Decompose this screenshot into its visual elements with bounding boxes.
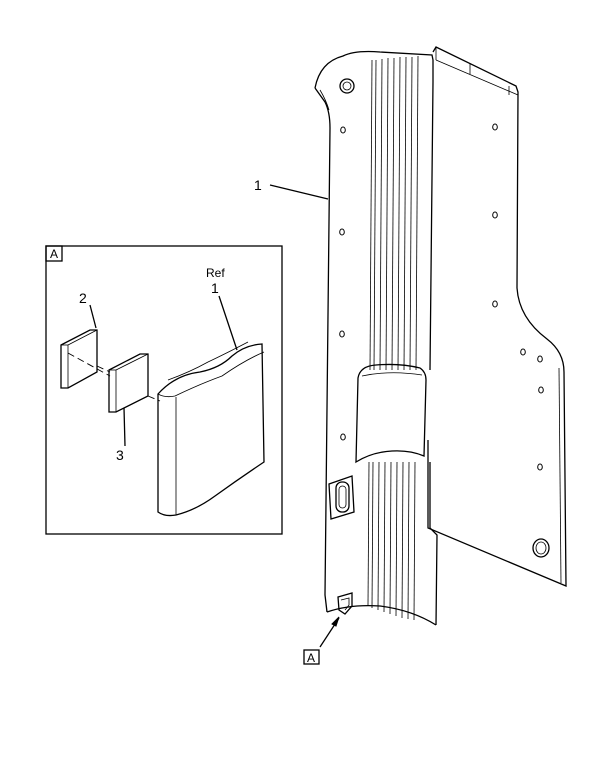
- pad-part-3: [108, 353, 149, 413]
- rail-bottom-edge: [326, 604, 437, 626]
- detail-frame: [45, 245, 283, 535]
- fastener-holes: [339, 123, 544, 471]
- top-hole: [339, 78, 355, 94]
- pad-part-2: [60, 329, 98, 389]
- detail-view-a: A 2 3 Ref: [45, 245, 283, 535]
- pad-location-marker: [337, 592, 353, 615]
- view-marker-a: A: [303, 616, 340, 665]
- rail-grooves: [367, 55, 419, 621]
- slot-cutout: [328, 475, 355, 520]
- main-panel: [314, 46, 567, 626]
- callout-2-label: 2: [79, 290, 87, 306]
- callout-1: 1: [254, 177, 329, 200]
- ref-panel-piece: [157, 341, 265, 517]
- callout-3-label: 3: [116, 447, 124, 463]
- saddle-bracket: [355, 363, 427, 464]
- detail-frame-label: A: [50, 247, 58, 261]
- ref-number-label: 1: [211, 280, 219, 296]
- callout-1-label: 1: [254, 177, 262, 193]
- rail-outline: [314, 50, 434, 371]
- view-marker-a-label: A: [307, 651, 315, 665]
- right-flange: [427, 46, 567, 587]
- ref-word-label: Ref: [206, 266, 225, 280]
- grommet-hole: [532, 538, 550, 558]
